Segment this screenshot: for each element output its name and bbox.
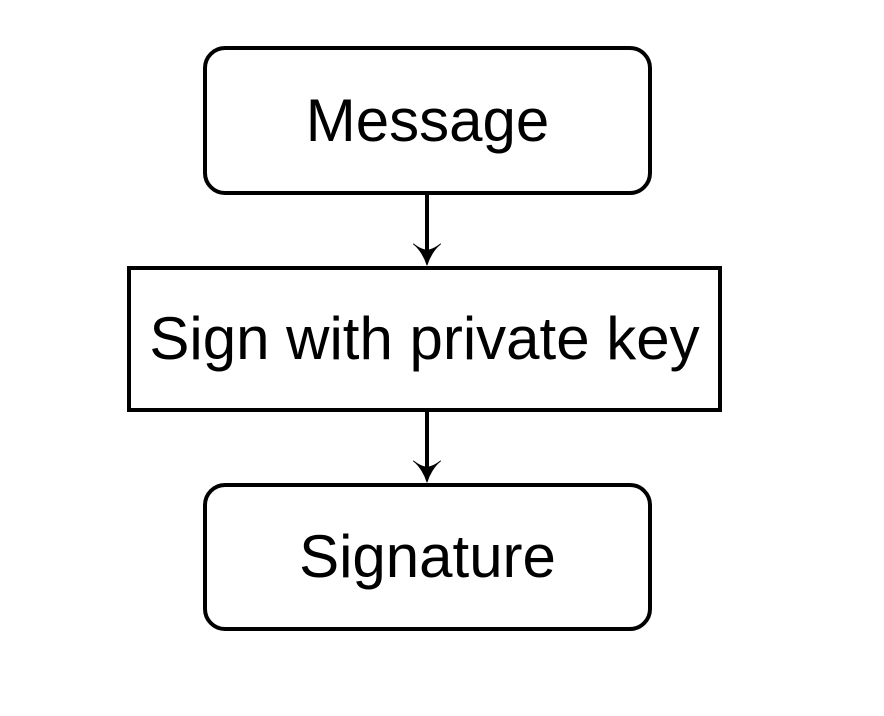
node-signature-label: Signature: [299, 523, 556, 590]
node-signature: Signature: [203, 483, 652, 631]
arrow-sign-to-signature: [413, 412, 441, 483]
node-sign-with-private-key: Sign with private key: [127, 266, 722, 412]
arrowhead-down-icon: [413, 460, 441, 483]
node-message-label: Message: [305, 86, 550, 154]
arrowhead-down-icon: [413, 243, 441, 266]
node-sign-label: Sign with private key: [149, 305, 700, 372]
node-message: Message: [203, 46, 652, 195]
arrow-message-to-sign: [413, 195, 441, 266]
